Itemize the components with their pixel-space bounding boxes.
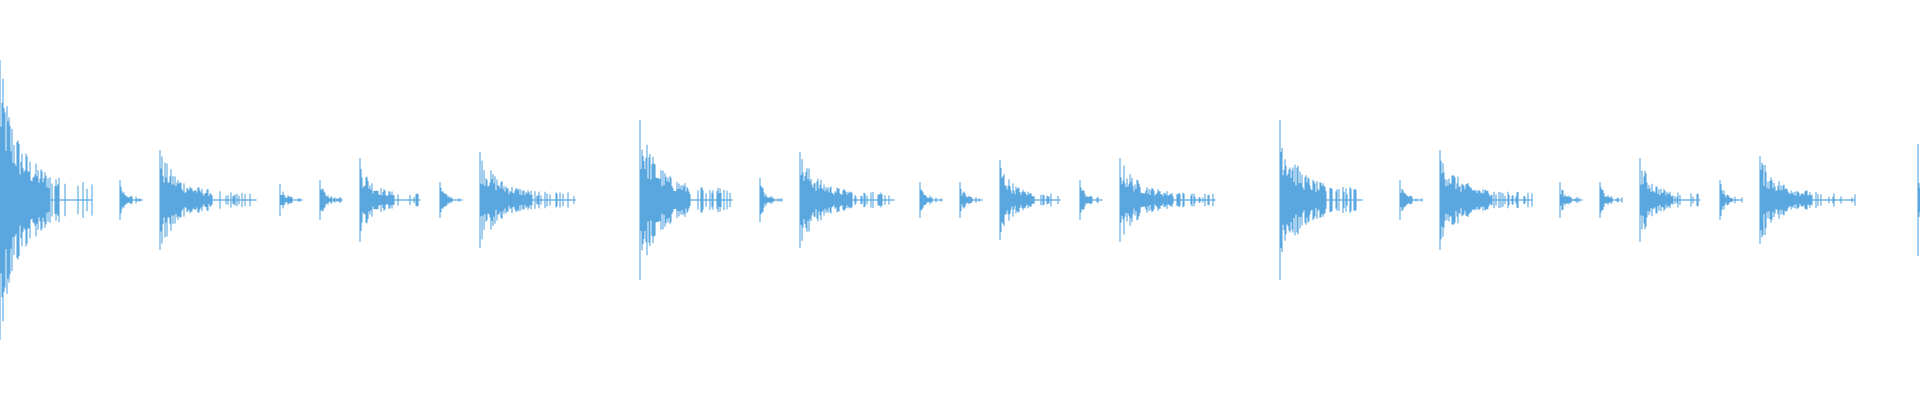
waveform-burst (1599, 182, 1623, 218)
waveform-burst (639, 120, 733, 280)
waveform-burst (119, 180, 143, 220)
waveform-burst (159, 150, 257, 250)
waveform-burst (1279, 120, 1363, 280)
waveform-burst (1079, 180, 1103, 220)
waveform-burst (279, 184, 303, 216)
waveform-burst (1719, 180, 1743, 220)
waveform-burst (1399, 180, 1423, 220)
waveform-bursts (0, 60, 1920, 340)
waveform-burst (359, 158, 421, 242)
waveform-burst (1759, 156, 1856, 244)
waveform-burst (999, 160, 1061, 240)
waveform-burst (1559, 182, 1583, 218)
waveform-burst (1119, 158, 1216, 242)
waveform-burst (959, 182, 983, 218)
waveform-burst (799, 152, 895, 248)
waveform-burst (439, 182, 463, 218)
waveform-burst (319, 180, 343, 220)
waveform-burst (919, 182, 943, 218)
waveform-burst (1439, 150, 1533, 250)
waveform-burst (1639, 158, 1701, 242)
waveform-burst (479, 152, 576, 248)
waveform-burst (1917, 144, 1920, 256)
waveform-burst (759, 178, 783, 222)
waveform-burst (0, 60, 93, 340)
